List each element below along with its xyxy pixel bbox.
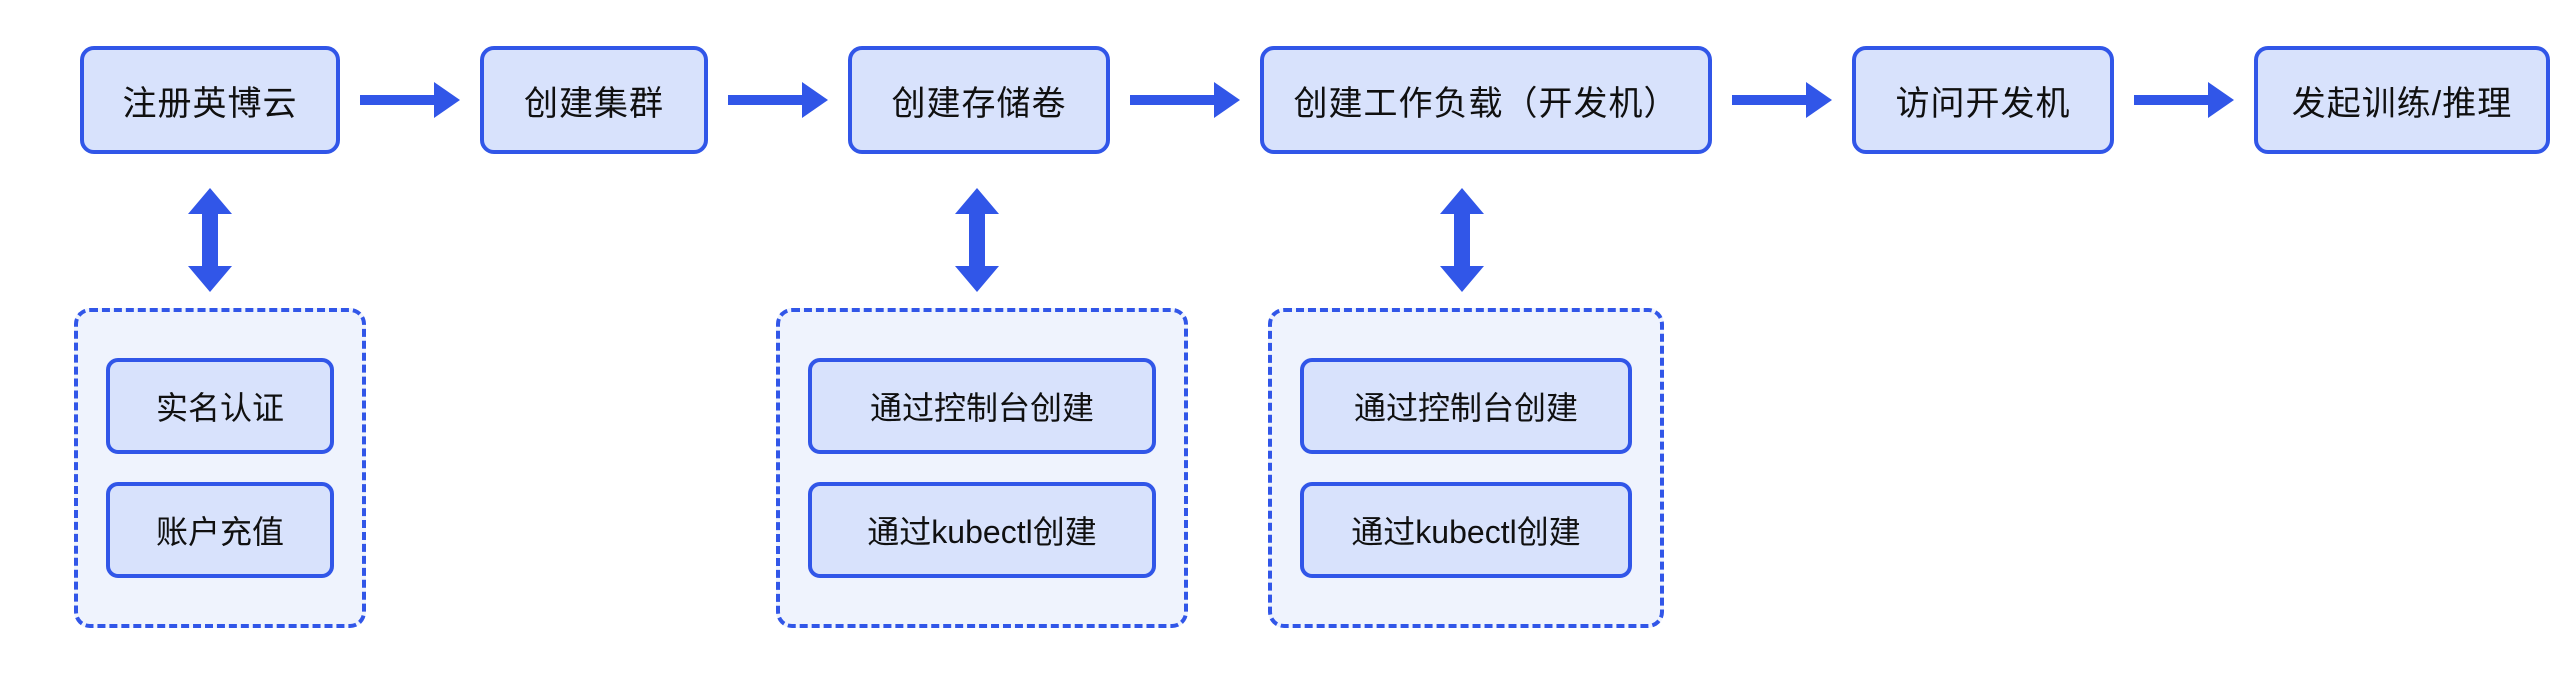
option-box-kubectl-create[interactable]: 通过kubectl创建	[1300, 482, 1632, 578]
arrow-right-icon	[2134, 82, 2234, 118]
arrow-head	[1806, 82, 1832, 118]
step-box-access-devmachine[interactable]: 访问开发机	[1852, 46, 2114, 154]
option-label: 实名认证	[155, 390, 284, 426]
arrow-head	[1214, 82, 1240, 118]
arrow-shaft	[1732, 95, 1807, 105]
arrow-head-down	[1440, 266, 1484, 292]
arrow-up-down-icon	[1440, 188, 1484, 292]
step-label: 访问开发机	[1895, 84, 2071, 123]
option-label: 通过控制台创建	[869, 390, 1094, 426]
arrow-shaft	[969, 208, 985, 272]
arrow-shaft	[728, 95, 803, 105]
arrow-head	[434, 82, 460, 118]
step-box-create-volume[interactable]: 创建存储卷	[848, 46, 1110, 154]
option-box-console-create[interactable]: 通过控制台创建	[808, 358, 1156, 454]
option-label: 通过kubectl创建	[1351, 514, 1581, 550]
step-box-register[interactable]: 注册英博云	[80, 46, 340, 154]
arrow-shaft	[1454, 208, 1470, 272]
arrow-up-down-icon	[955, 188, 999, 292]
step-label: 创建集群	[524, 84, 664, 123]
arrow-right-icon	[1130, 82, 1240, 118]
arrow-right-icon	[360, 82, 460, 118]
step-box-start-training[interactable]: 发起训练/推理	[2254, 46, 2550, 154]
process-step-row: 注册英博云 创建集群 创建存储卷 创建工作负载（开发机） 访问开	[0, 0, 2572, 200]
arrow-up-down-icon	[188, 188, 232, 292]
arrow-shaft	[202, 208, 218, 272]
step-label: 创建工作负载（开发机）	[1293, 84, 1679, 123]
arrow-right-icon	[1732, 82, 1832, 118]
option-label: 账户充值	[155, 514, 284, 550]
arrow-head	[802, 82, 828, 118]
option-box-console-create[interactable]: 通过控制台创建	[1300, 358, 1632, 454]
arrow-shaft	[360, 95, 435, 105]
step-label: 注册英博云	[122, 84, 298, 123]
option-box-account-recharge[interactable]: 账户充值	[106, 482, 334, 578]
step-label: 发起训练/推理	[2291, 84, 2513, 123]
arrow-head-down	[188, 266, 232, 292]
step-box-create-workload[interactable]: 创建工作负载（开发机）	[1260, 46, 1712, 154]
option-group-create-volume: 通过控制台创建 通过kubectl创建	[776, 308, 1188, 628]
step-label: 创建存储卷	[891, 84, 1067, 123]
arrow-shaft	[1130, 95, 1215, 105]
arrow-shaft	[2134, 95, 2209, 105]
step-box-create-cluster[interactable]: 创建集群	[480, 46, 708, 154]
arrow-head	[2208, 82, 2234, 118]
option-box-kubectl-create[interactable]: 通过kubectl创建	[808, 482, 1156, 578]
option-group-create-workload: 通过控制台创建 通过kubectl创建	[1268, 308, 1664, 628]
option-label: 通过控制台创建	[1353, 390, 1578, 426]
option-label: 通过kubectl创建	[867, 514, 1097, 550]
option-box-realname-auth[interactable]: 实名认证	[106, 358, 334, 454]
arrow-right-icon	[728, 82, 828, 118]
option-group-register: 实名认证 账户充值	[74, 308, 366, 628]
arrow-head-down	[955, 266, 999, 292]
